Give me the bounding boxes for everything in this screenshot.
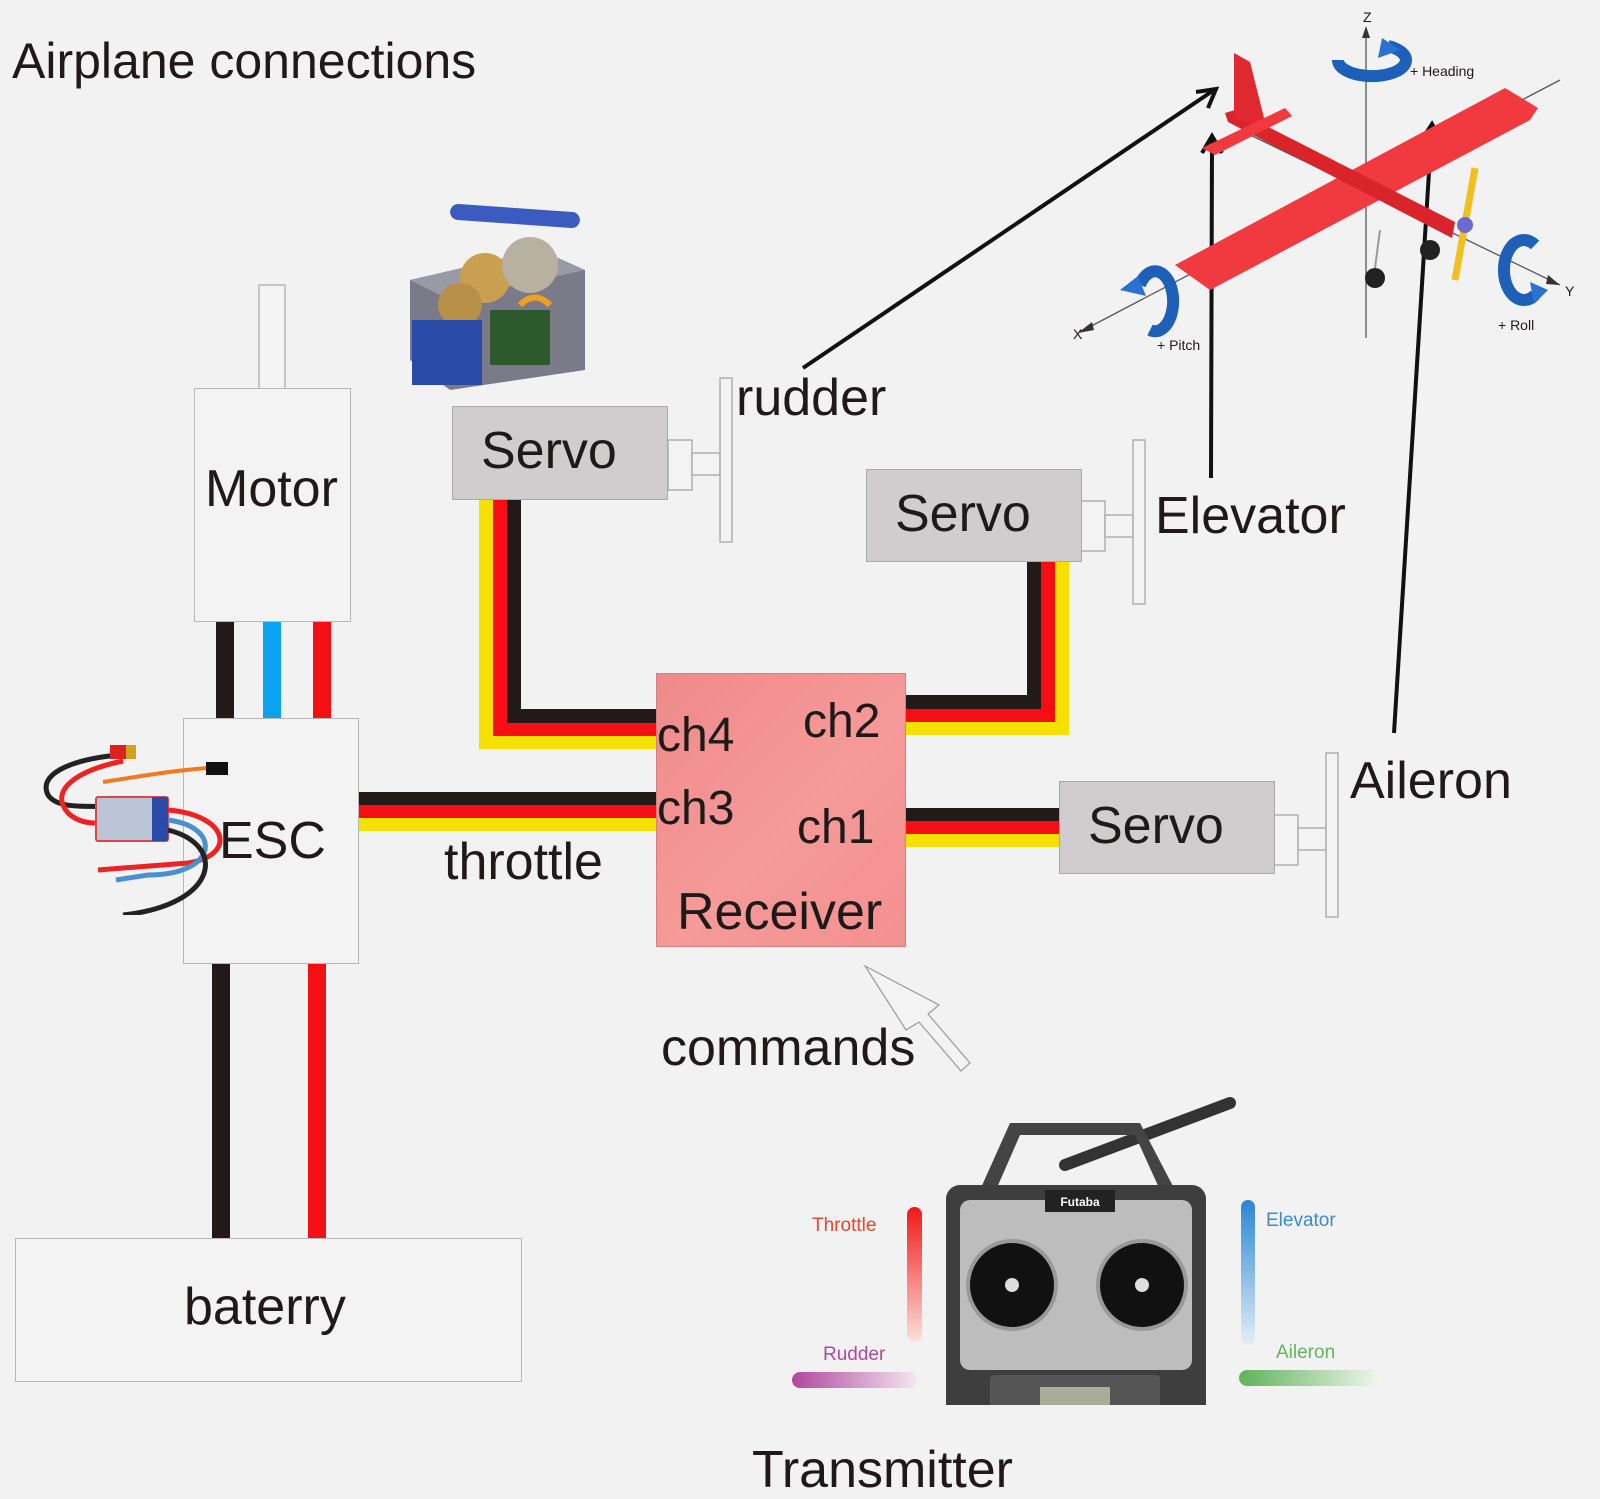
pitch-rotation-icon — [1134, 265, 1180, 338]
esc-box[interactable]: ESC — [183, 718, 359, 964]
motor-shaft — [258, 284, 286, 391]
aileron-bar — [1239, 1370, 1379, 1386]
airplane-stabilizer — [1202, 108, 1292, 155]
airplane-fuselage — [1225, 110, 1455, 238]
throttle-stick-label: Throttle — [812, 1215, 877, 1236]
ch1-label: ch1 — [797, 801, 875, 854]
antenna — [1059, 1097, 1236, 1171]
receiver-box[interactable]: ch4 ch2 ch3 ch1 Receiver — [656, 673, 906, 947]
motor-label: Motor — [205, 460, 338, 518]
servo-aileron-label: Servo — [1088, 797, 1224, 855]
elevator-stick-label: Elevator — [1266, 1210, 1336, 1231]
ch4-label: ch4 — [657, 709, 735, 762]
commands-label: commands — [661, 1019, 916, 1077]
transmitter-label: Transmitter — [752, 1441, 1013, 1499]
throttle-cable — [358, 792, 658, 831]
ch3-label: ch3 — [657, 782, 735, 835]
rudder-arrowhead — [1195, 86, 1220, 109]
rudder-cable — [479, 500, 658, 749]
pitch-label: + Pitch — [1157, 337, 1201, 353]
elevator-horn — [1080, 439, 1146, 605]
airplane-illustration — [1078, 26, 1561, 338]
airplane-rudder-fin — [1234, 53, 1267, 130]
servo-aileron[interactable]: Servo — [1059, 781, 1275, 874]
elevator-pointer-arrow — [1209, 135, 1214, 479]
y-axis-label: Y — [1565, 283, 1575, 299]
roll-label: + Roll — [1498, 317, 1535, 333]
motor-wire-red — [313, 620, 331, 720]
battery-label: baterry — [184, 1278, 346, 1336]
x-axis-label: X — [1073, 326, 1083, 342]
battery-wire-red — [308, 960, 326, 1240]
rudder-pointer-arrow — [801, 88, 1216, 370]
aileron-pointer-arrow — [1392, 123, 1434, 734]
transmitter-illustration: Futaba — [946, 1097, 1236, 1405]
throttle-label: throttle — [444, 833, 603, 891]
aileron-stick-label: Aileron — [1276, 1342, 1336, 1363]
lcd-screen — [1040, 1387, 1110, 1405]
servo-photo-icon — [410, 204, 585, 390]
motor-wire-blue — [263, 620, 281, 720]
commands-arrow-icon — [863, 964, 971, 1072]
servo-rudder[interactable]: Servo — [452, 406, 668, 500]
rudder-bar — [792, 1372, 917, 1388]
ch2-label: ch2 — [803, 695, 881, 748]
page-title: Airplane connections — [12, 33, 477, 89]
z-axis-label: Z — [1363, 9, 1372, 25]
battery-wire-black — [212, 960, 230, 1240]
aileron-horn — [1273, 752, 1339, 918]
rudder-horn — [667, 377, 733, 543]
receiver-label: Receiver — [677, 883, 883, 941]
elevator-bar — [1241, 1200, 1255, 1345]
battery-box[interactable]: baterry — [15, 1238, 522, 1382]
rudder-label: rudder — [736, 369, 887, 427]
aileron-label: Aileron — [1350, 752, 1512, 810]
roll-rotation-icon — [1497, 234, 1540, 306]
motor-box[interactable]: Motor — [194, 388, 351, 622]
heading-rotation-icon — [1331, 40, 1412, 83]
servo-elevator[interactable]: Servo — [866, 469, 1082, 562]
aileron-cable — [904, 808, 1060, 847]
motor-wire-black — [216, 620, 234, 720]
rudder-stick-label: Rudder — [823, 1344, 886, 1365]
throttle-bar — [907, 1207, 922, 1342]
brand-text: Futaba — [1060, 1195, 1100, 1209]
pointer-arrows — [801, 86, 1444, 734]
elevator-cable — [904, 562, 1069, 735]
heading-label: + Heading — [1410, 63, 1475, 79]
servo-elevator-label: Servo — [895, 485, 1031, 543]
esc-photo-icon — [43, 745, 228, 915]
elevator-label: Elevator — [1155, 487, 1346, 545]
esc-label: ESC — [219, 812, 326, 870]
airplane-wing — [1175, 88, 1538, 290]
servo-rudder-label: Servo — [481, 422, 617, 480]
